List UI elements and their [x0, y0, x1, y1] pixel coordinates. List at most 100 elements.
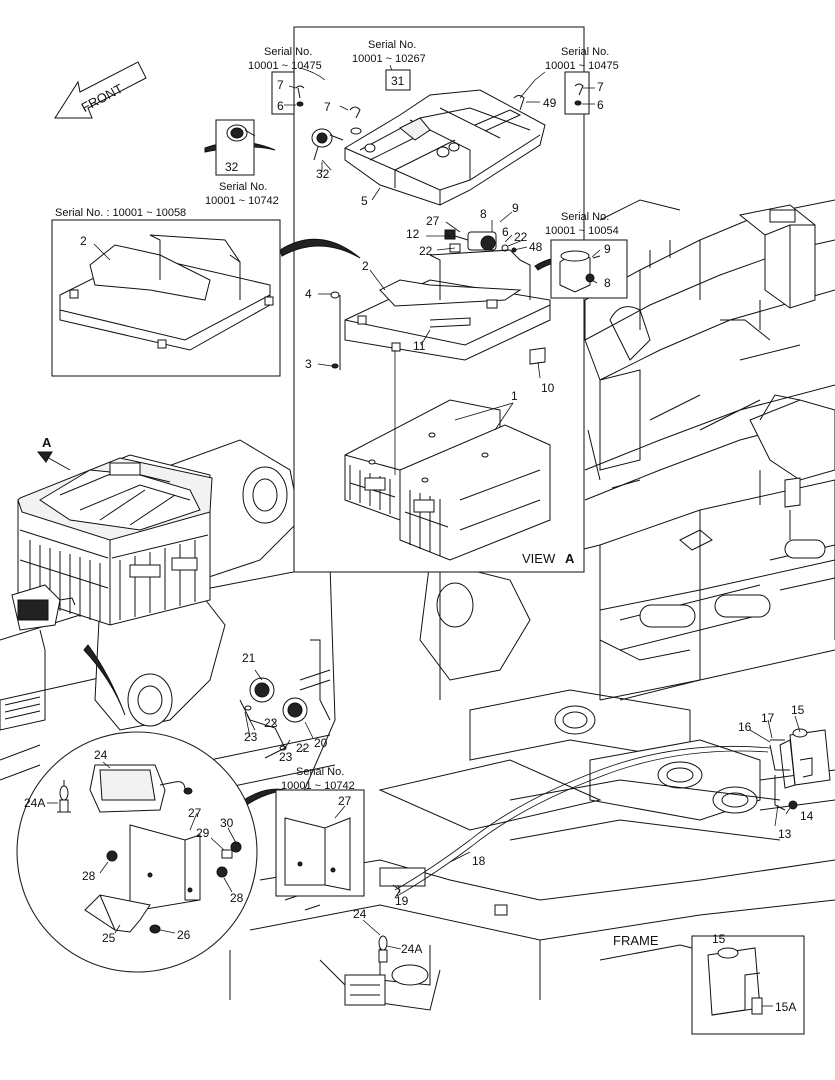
- callout-26: 26: [177, 928, 191, 942]
- callout-9a: 9: [512, 201, 519, 215]
- battery-relay: [444, 229, 517, 253]
- serial-4-title: Serial No.: [219, 181, 267, 193]
- callout-27b: 27: [188, 806, 202, 820]
- serial-7-title: Serial No.: [296, 766, 344, 778]
- washer-hose-18: [394, 745, 771, 891]
- key-switch-32-main: [311, 128, 344, 161]
- callout-18: 18: [472, 854, 486, 868]
- callout-17: 17: [761, 711, 775, 725]
- callout-22a: 22: [419, 244, 433, 258]
- serial-2-range: 10001 ~ 10267: [352, 53, 426, 65]
- relay-inset: [559, 250, 601, 293]
- callout-24Aa: 24A: [24, 796, 45, 810]
- serial-1-title: Serial No.: [264, 46, 312, 58]
- callout-21: 21: [242, 651, 256, 665]
- callout-30: 30: [220, 816, 234, 830]
- callout-2b: 2: [362, 259, 369, 273]
- front-direction-arrow: [54, 61, 147, 119]
- view-a-letter: A: [565, 551, 575, 566]
- callout-25: 25: [102, 931, 116, 945]
- callout-box-7-6-right: [564, 71, 590, 115]
- callout-6c: 6: [597, 98, 604, 112]
- serial-6-range: 10001 ~ 10054: [545, 225, 619, 237]
- callout-13: 13: [778, 827, 792, 841]
- callout-27c: 27: [338, 794, 352, 808]
- serial-4-range: 10001 ~ 10742: [205, 195, 279, 207]
- callout-32b: 32: [316, 167, 330, 181]
- serial-6-title: Serial No.: [561, 211, 609, 223]
- callout-7b: 7: [324, 100, 331, 114]
- frame-label: FRAME: [613, 933, 659, 948]
- callout-15a: 15: [791, 703, 805, 717]
- leader-lines: [47, 159, 801, 1007]
- key-switch-32: [226, 124, 256, 142]
- callout-8b: 8: [604, 276, 611, 290]
- callout-24a: 24: [94, 748, 108, 762]
- view-a-arrow: [36, 451, 71, 471]
- callout-4: 4: [305, 287, 312, 301]
- bracket-27: [129, 824, 201, 911]
- callout-15A: 15A: [775, 1000, 796, 1014]
- callout-16: 16: [738, 720, 752, 734]
- callout-12: 12: [406, 227, 420, 241]
- callout-box-7-6-left: [271, 71, 295, 115]
- callout-6b: 6: [502, 225, 509, 239]
- callout-22b: 22: [514, 230, 528, 244]
- work-lamp-24-lower: [378, 935, 388, 963]
- serial-3-title: Serial No.: [561, 46, 609, 58]
- callout-48: 48: [529, 240, 543, 254]
- callout-9b: 9: [604, 242, 611, 256]
- callout-15b: 15: [712, 932, 726, 946]
- serial-1-range: 10001 ~ 10475: [248, 60, 322, 72]
- callout-3: 3: [305, 357, 312, 371]
- callout-28a: 28: [82, 869, 96, 883]
- callout-22c: 22: [264, 716, 278, 730]
- battery-assembly-left: [17, 454, 213, 626]
- callout-1: 1: [511, 389, 518, 403]
- battery-clamp-2: [344, 249, 551, 361]
- work-lamp-24: [89, 764, 193, 813]
- bracket-27-inset: [284, 817, 351, 891]
- washer-tank-inset: [707, 947, 763, 1016]
- callout-6a: 6: [277, 99, 284, 113]
- horns-21: [239, 639, 331, 759]
- work-lamp-frame: [11, 584, 76, 690]
- callout-28b: 28: [230, 891, 244, 905]
- batteries-view-a: [344, 399, 551, 561]
- washer-tank-15: [779, 728, 831, 789]
- callout-7c: 7: [597, 80, 604, 94]
- callout-23b: 23: [279, 750, 293, 764]
- callout-10: 10: [541, 381, 555, 395]
- callout-box-31: [385, 69, 411, 91]
- callout-22d: 22: [296, 741, 310, 755]
- callout-numbers: 31 7 6 7 49 7 6 32 32 5 2 2 27 8 9 12 22…: [24, 74, 814, 1014]
- view-a-label: VIEW: [522, 551, 556, 566]
- callout-11: 11: [413, 339, 426, 353]
- callout-2a: 2: [80, 234, 87, 248]
- serial-2-title: Serial No.: [368, 39, 416, 51]
- callout-19: 19: [395, 894, 409, 908]
- view-a-arrow-letter: A: [42, 435, 52, 450]
- callout-23a: 23: [244, 730, 258, 744]
- machine-frame-right: [584, 199, 835, 701]
- callout-7a: 7: [277, 78, 284, 92]
- callout-5: 5: [361, 194, 368, 208]
- callout-20: 20: [314, 736, 328, 750]
- callout-31: 31: [391, 74, 405, 88]
- callout-14: 14: [800, 809, 814, 823]
- clamp-inset: [59, 234, 274, 351]
- serial-3-range: 10001 ~ 10475: [545, 60, 619, 72]
- callout-32a: 32: [225, 160, 239, 174]
- callout-29: 29: [196, 826, 210, 840]
- callout-24Ab: 24A: [401, 942, 422, 956]
- serial-5-text: Serial No. : 10001 ~ 10058: [55, 207, 186, 219]
- battery-cover-5: [344, 89, 546, 206]
- callout-49: 49: [543, 96, 557, 110]
- bulb-24A: [57, 780, 71, 813]
- callout-8a: 8: [480, 207, 487, 221]
- serial-7-range: 10001 ~ 10742: [281, 780, 355, 792]
- bracket-25: [84, 894, 151, 933]
- callout-24b: 24: [353, 907, 367, 921]
